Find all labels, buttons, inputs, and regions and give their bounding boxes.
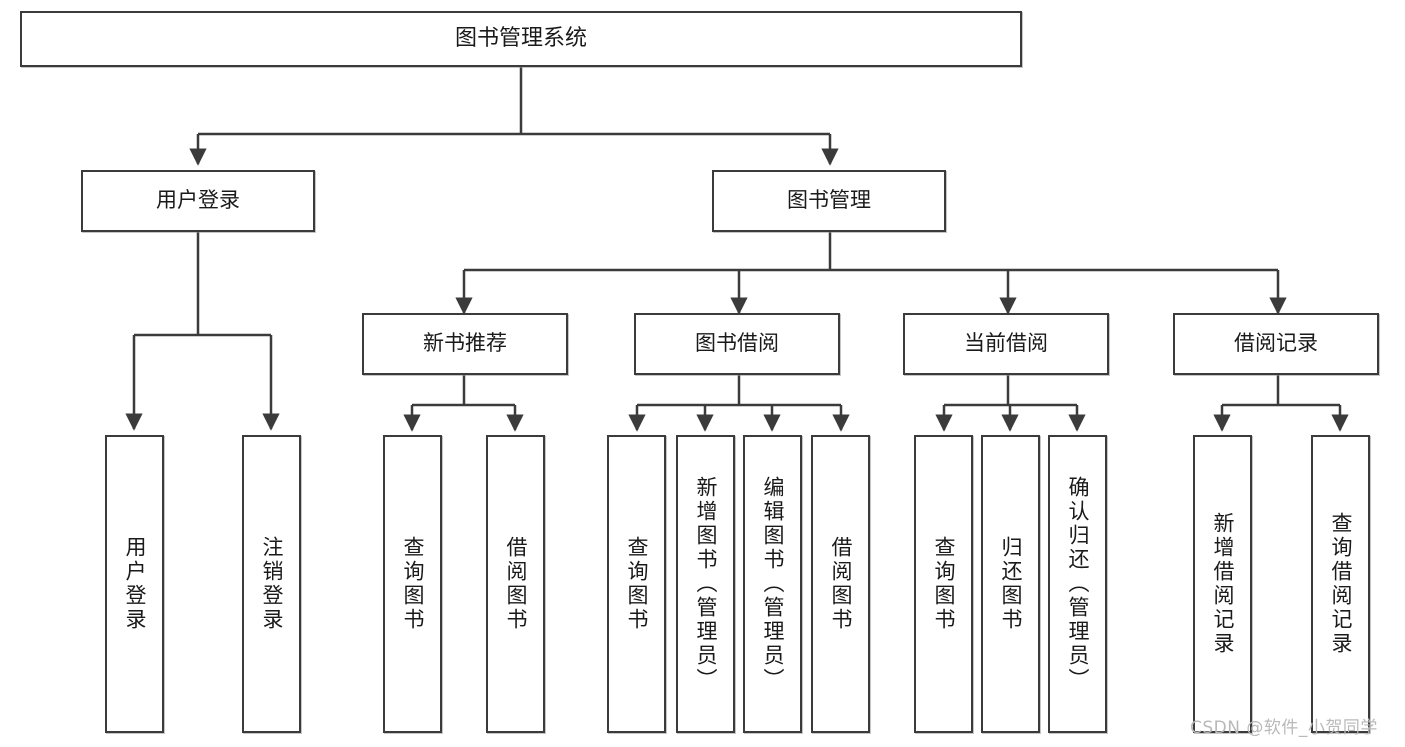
node-label: 新增借阅记录 xyxy=(1211,512,1235,656)
leaf-query-borrow-record[interactable]: 查询借阅记录 xyxy=(1311,435,1370,733)
node-user-login[interactable]: 用户登录 xyxy=(81,170,315,232)
node-label: 借阅记录 xyxy=(1234,331,1318,356)
node-borrow-record[interactable]: 借阅记录 xyxy=(1173,313,1379,375)
leaf-query-book-recommend[interactable]: 查询图书 xyxy=(383,435,442,733)
node-label: 确认归还（管理员） xyxy=(1066,476,1090,692)
node-label: 查询图书 xyxy=(625,536,649,632)
watermark-text: CSDN @软件_小贺同学 xyxy=(1190,718,1378,738)
leaf-query-book-borrow[interactable]: 查询图书 xyxy=(607,435,666,733)
leaf-query-book-current[interactable]: 查询图书 xyxy=(914,435,973,733)
node-label: 新书推荐 xyxy=(423,331,507,356)
node-label: 用户登录 xyxy=(156,188,240,213)
node-book-management[interactable]: 图书管理 xyxy=(712,170,946,232)
node-label: 新增图书（管理员） xyxy=(694,476,718,692)
node-book-borrow[interactable]: 图书借阅 xyxy=(634,313,840,375)
node-label: 图书管理系统 xyxy=(454,25,587,51)
leaf-add-book-admin[interactable]: 新增图书（管理员） xyxy=(676,435,735,733)
leaf-user-login[interactable]: 用户登录 xyxy=(105,435,164,733)
node-label: 编辑图书（管理员） xyxy=(761,476,785,692)
leaf-return-book[interactable]: 归还图书 xyxy=(981,435,1040,733)
node-label: 归还图书 xyxy=(999,536,1023,632)
node-label: 查询图书 xyxy=(401,536,425,632)
node-root-system[interactable]: 图书管理系统 xyxy=(20,11,1022,67)
node-label: 注销登录 xyxy=(260,536,284,632)
node-label: 查询借阅记录 xyxy=(1329,512,1353,656)
node-current-borrow[interactable]: 当前借阅 xyxy=(903,313,1109,375)
leaf-edit-book-admin[interactable]: 编辑图书（管理员） xyxy=(743,435,802,733)
node-label: 借阅图书 xyxy=(504,536,528,632)
node-new-book-recommend[interactable]: 新书推荐 xyxy=(362,313,568,375)
node-label: 借阅图书 xyxy=(829,536,853,632)
node-label: 用户登录 xyxy=(123,536,147,632)
leaf-borrow-book-recommend[interactable]: 借阅图书 xyxy=(486,435,545,733)
leaf-confirm-return-admin[interactable]: 确认归还（管理员） xyxy=(1048,435,1107,733)
leaf-add-borrow-record[interactable]: 新增借阅记录 xyxy=(1193,435,1252,733)
leaf-borrow-book[interactable]: 借阅图书 xyxy=(811,435,870,733)
node-label: 图书管理 xyxy=(787,188,871,213)
leaf-user-logout[interactable]: 注销登录 xyxy=(242,435,301,733)
node-label: 图书借阅 xyxy=(695,331,779,356)
node-label: 查询图书 xyxy=(932,536,956,632)
node-label: 当前借阅 xyxy=(964,331,1048,356)
